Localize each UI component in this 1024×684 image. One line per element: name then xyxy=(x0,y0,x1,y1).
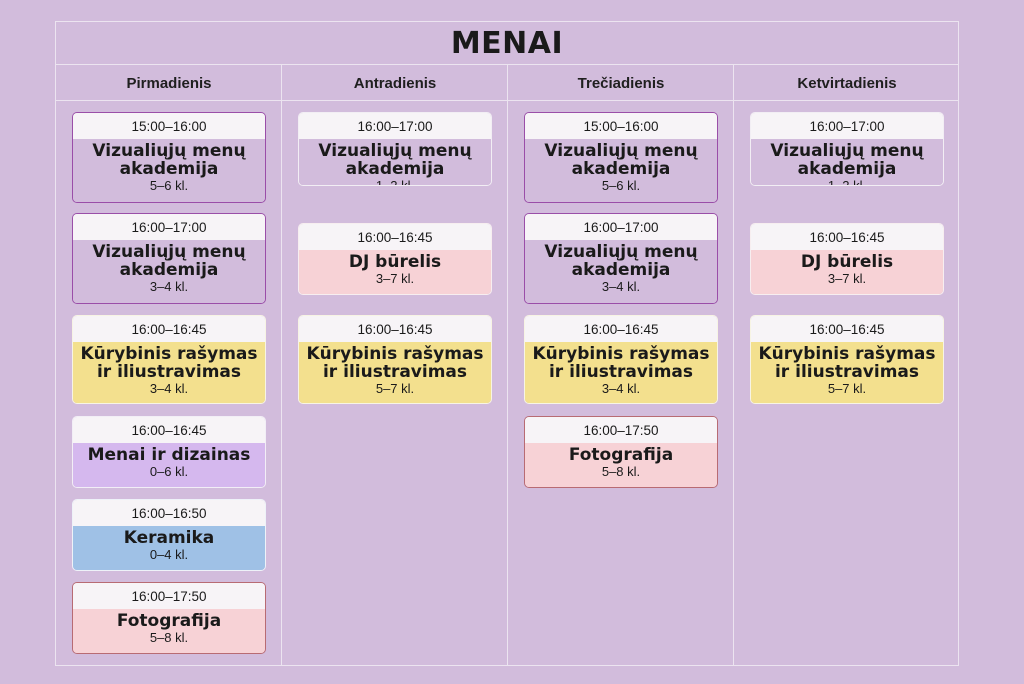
class-card[interactable]: 16:00–16:45 Kūrybinis rašymas ir iliustr… xyxy=(750,315,944,404)
class-grade: 3–7 kl. xyxy=(375,271,415,286)
class-time: 16:00–16:45 xyxy=(751,316,943,342)
class-card[interactable]: 15:00–16:00 Vizualiųjų menų akademija 5–… xyxy=(72,112,266,203)
class-card[interactable]: 16:00–17:50 Fotografija 5–8 kl. xyxy=(524,416,718,488)
class-time: 16:00–17:00 xyxy=(299,113,491,139)
class-time: 16:00–16:45 xyxy=(299,316,491,342)
class-grade: 5–7 kl. xyxy=(827,381,867,396)
class-name-line2: akademija xyxy=(119,159,219,179)
class-card[interactable]: 16:00–17:00 Vizualiųjų menų akademija 1–… xyxy=(750,112,944,186)
class-name: Vizualiųjų menų xyxy=(544,141,698,161)
class-card[interactable]: 16:00–16:45 Kūrybinis rašymas ir iliustr… xyxy=(524,315,718,404)
class-name-line2: akademija xyxy=(571,260,671,280)
class-card[interactable]: 16:00–16:45 DJ būrelis 3–7 kl. xyxy=(298,223,492,295)
class-grade: 3–4 kl. xyxy=(149,381,189,396)
class-grade: 5–6 kl. xyxy=(601,178,641,193)
class-time: 16:00–16:45 xyxy=(73,316,265,342)
schedule-frame: MENAI Pirmadienis Antradienis Trečiadien… xyxy=(55,21,959,666)
class-name-line2: ir iliustravimas xyxy=(322,362,468,382)
class-card[interactable]: 16:00–16:45 DJ būrelis 3–7 kl. xyxy=(750,223,944,295)
class-name-line2: akademija xyxy=(345,159,445,179)
class-name: Vizualiųjų menų xyxy=(92,242,246,262)
class-name: DJ būrelis xyxy=(348,252,442,272)
class-card[interactable]: 16:00–16:45 Kūrybinis rašymas ir iliustr… xyxy=(298,315,492,404)
column-divider xyxy=(281,65,282,665)
class-grade: 1–2 kl. xyxy=(375,178,415,186)
class-grade: 5–8 kl. xyxy=(149,630,189,645)
class-card[interactable]: 16:00–16:45 Menai ir dizainas 0–6 kl. xyxy=(72,416,266,488)
class-time: 15:00–16:00 xyxy=(73,113,265,139)
class-name-line2: ir iliustravimas xyxy=(548,362,694,382)
class-name: Fotografija xyxy=(568,445,674,465)
class-name-line2: akademija xyxy=(797,159,897,179)
class-time: 16:00–17:50 xyxy=(525,417,717,443)
class-time: 16:00–16:45 xyxy=(525,316,717,342)
class-name: Vizualiųjų menų xyxy=(318,141,472,161)
class-name: Vizualiųjų menų xyxy=(544,242,698,262)
class-time: 16:00–16:50 xyxy=(73,500,265,526)
class-card[interactable]: 16:00–17:00 Vizualiųjų menų akademija 3–… xyxy=(524,213,718,304)
class-grade: 3–4 kl. xyxy=(601,381,641,396)
class-grade: 0–4 kl. xyxy=(149,547,189,562)
class-name-line2: ir iliustravimas xyxy=(96,362,242,382)
day-header-monday: Pirmadienis xyxy=(126,74,212,92)
class-name: Kūrybinis rašymas xyxy=(306,344,484,364)
class-name-line2: akademija xyxy=(571,159,671,179)
class-grade: 3–4 kl. xyxy=(601,279,641,294)
class-name: Keramika xyxy=(123,528,215,548)
day-header-wednesday: Trečiadienis xyxy=(577,74,665,92)
class-grade: 0–6 kl. xyxy=(149,464,189,479)
class-grade: 3–7 kl. xyxy=(827,271,867,286)
class-name: Kūrybinis rašymas xyxy=(532,344,710,364)
class-grade: 5–8 kl. xyxy=(601,464,641,479)
class-time: 16:00–17:50 xyxy=(73,583,265,609)
class-time: 16:00–17:00 xyxy=(73,214,265,240)
class-card[interactable]: 16:00–17:00 Vizualiųjų menų akademija 1–… xyxy=(298,112,492,186)
class-card[interactable]: 16:00–16:45 Kūrybinis rašymas ir iliustr… xyxy=(72,315,266,404)
title-row: MENAI xyxy=(56,22,958,65)
class-card[interactable]: 16:00–17:00 Vizualiųjų menų akademija 3–… xyxy=(72,213,266,304)
class-name: Menai ir dizainas xyxy=(87,445,251,465)
column-divider xyxy=(733,65,734,665)
class-grade: 5–6 kl. xyxy=(149,178,189,193)
class-card[interactable]: 16:00–16:50 Keramika 0–4 kl. xyxy=(72,499,266,571)
class-time: 16:00–17:00 xyxy=(751,113,943,139)
class-time: 16:00–17:00 xyxy=(525,214,717,240)
class-name: DJ būrelis xyxy=(800,252,894,272)
class-grade: 3–4 kl. xyxy=(149,279,189,294)
day-header-tuesday: Antradienis xyxy=(353,74,437,92)
class-time: 15:00–16:00 xyxy=(525,113,717,139)
class-grade: 5–7 kl. xyxy=(375,381,415,396)
class-time: 16:00–16:45 xyxy=(73,417,265,443)
class-name-line2: akademija xyxy=(119,260,219,280)
class-name: Vizualiųjų menų xyxy=(92,141,246,161)
class-card[interactable]: 16:00–17:50 Fotografija 5–8 kl. xyxy=(72,582,266,654)
class-name: Fotografija xyxy=(116,611,222,631)
class-name: Vizualiųjų menų xyxy=(770,141,924,161)
class-grade: 1–2 kl. xyxy=(827,178,867,186)
class-name: Kūrybinis rašymas xyxy=(80,344,258,364)
column-divider xyxy=(507,65,508,665)
class-time: 16:00–16:45 xyxy=(299,224,491,250)
day-header-thursday: Ketvirtadienis xyxy=(797,74,897,92)
page-title: MENAI xyxy=(450,25,564,61)
class-name-line2: ir iliustravimas xyxy=(774,362,920,382)
class-time: 16:00–16:45 xyxy=(751,224,943,250)
class-card[interactable]: 15:00–16:00 Vizualiųjų menų akademija 5–… xyxy=(524,112,718,203)
class-name: Kūrybinis rašymas xyxy=(758,344,936,364)
